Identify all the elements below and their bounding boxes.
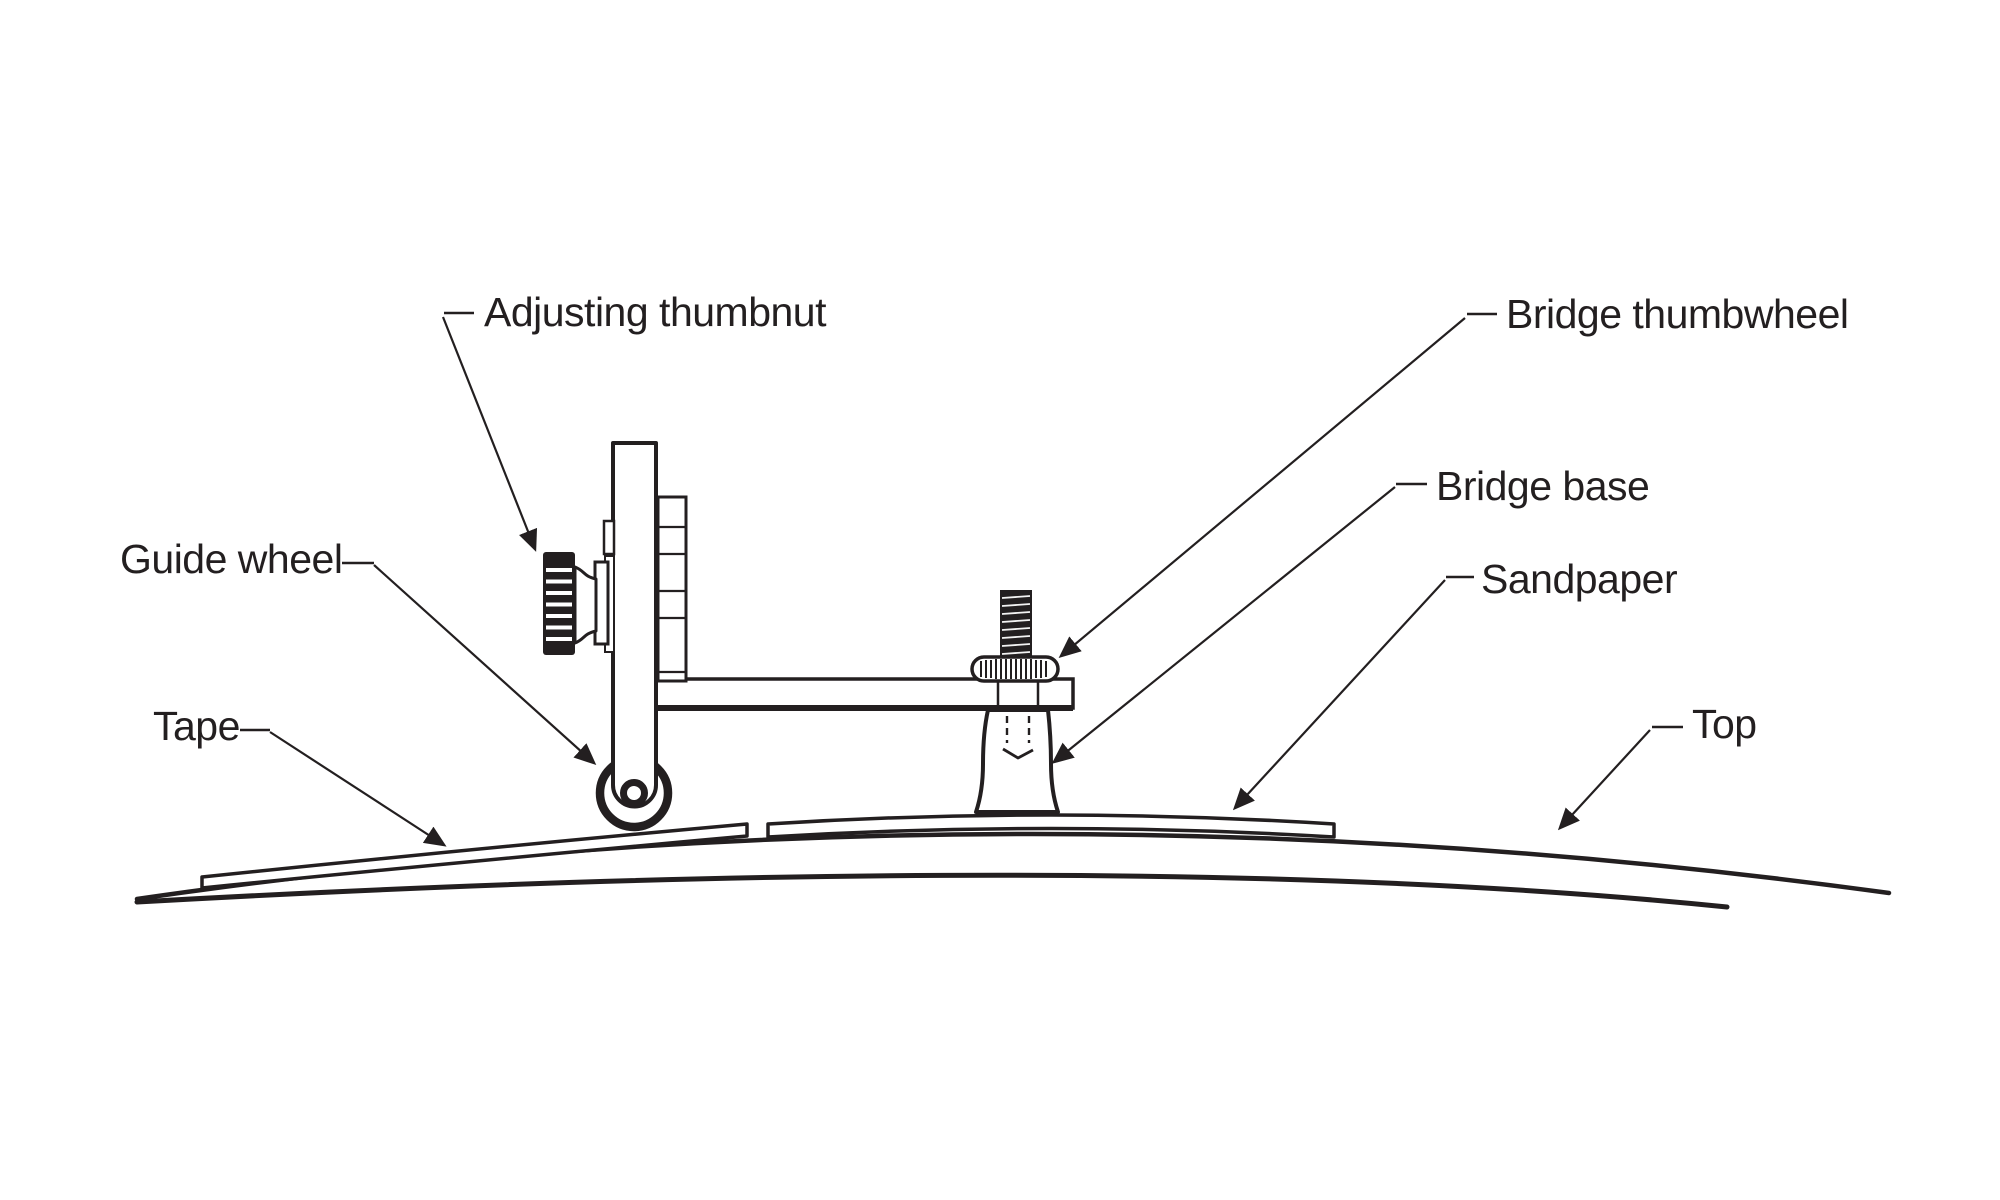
jig-post xyxy=(611,441,658,809)
adjustment-rack xyxy=(656,495,688,683)
rack-body xyxy=(656,495,688,683)
rod-threads xyxy=(1001,595,1031,655)
hole-point-chevron xyxy=(1002,747,1034,760)
leaders xyxy=(240,311,1683,847)
top-plate-lower-edge xyxy=(134,872,1730,910)
bridge-base-part xyxy=(974,708,1060,814)
bridge-adjuster xyxy=(970,590,1060,683)
leader-line-top xyxy=(1557,729,1651,831)
label-sandpaper: Sandpaper xyxy=(1481,556,1677,602)
leader-line-bridge-base xyxy=(1051,486,1396,764)
leader-line-sandpaper xyxy=(1232,579,1446,811)
threaded-rod xyxy=(1000,590,1032,660)
labels: Adjusting thumbnut Guide wheel Tape Brid… xyxy=(120,289,1849,749)
label-adjusting-thumbnut: Adjusting thumbnut xyxy=(484,289,827,335)
label-top: Top xyxy=(1692,701,1757,747)
label-guide-wheel: Guide wheel xyxy=(120,536,342,582)
adjusting-thumbnut-assembly xyxy=(543,519,616,655)
label-tape: Tape xyxy=(153,703,240,749)
guide-wheel-hub xyxy=(620,779,648,807)
label-bridge-base: Bridge base xyxy=(1436,463,1649,509)
jig-arm xyxy=(654,677,1075,711)
thumbnut-neck xyxy=(573,565,598,645)
thumbnut-tab xyxy=(602,519,616,556)
hidden-hole-lines xyxy=(1005,716,1031,743)
leader-line-tape xyxy=(269,731,447,847)
thumbwheel-knurl-lines xyxy=(980,659,1047,679)
leader-line-guide-wheel xyxy=(373,564,597,766)
tape-strip xyxy=(200,822,749,890)
bridge-base-body xyxy=(974,708,1060,814)
leader-line-adjusting-thumbnut xyxy=(441,316,538,552)
sandpaper-strip xyxy=(766,813,1336,839)
label-bridge-thumbwheel: Bridge thumbwheel xyxy=(1506,291,1848,337)
arm-bar xyxy=(654,677,1075,710)
thumbnut-knurl-stripes xyxy=(546,568,572,641)
leader-line-bridge-thumbwheel xyxy=(1058,317,1466,658)
